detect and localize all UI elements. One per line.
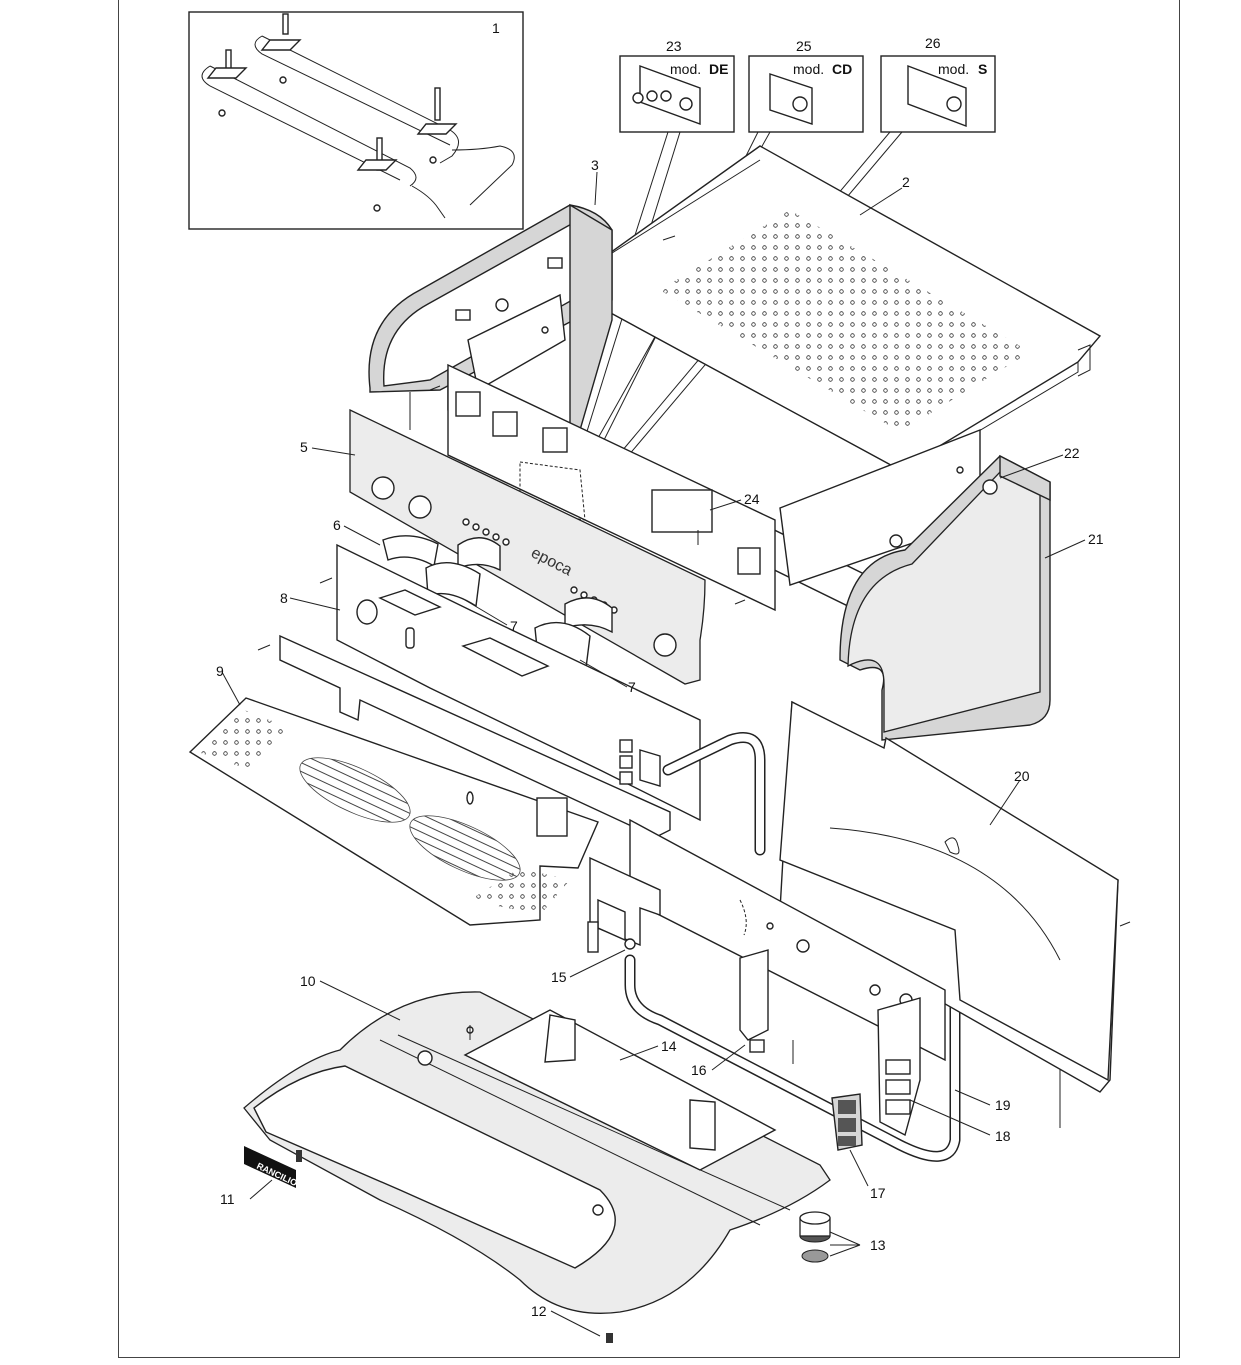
label-3: 3	[591, 157, 599, 173]
variant-box-de	[619, 55, 735, 133]
right-side-panel	[839, 454, 1051, 741]
label-8: 8	[280, 590, 288, 606]
bracket-15	[587, 856, 661, 953]
label-13: 13	[870, 1237, 886, 1253]
label-17: 17	[870, 1185, 886, 1201]
label-7a: 7	[510, 618, 518, 634]
label-19: 19	[995, 1097, 1011, 1113]
label-24: 24	[744, 491, 760, 507]
bracket-16	[739, 949, 794, 1064]
variant-de-prefix: mod.	[670, 61, 701, 77]
front-frame-plate	[336, 543, 701, 822]
part-number-labels: 1 2 3 5 6 7 7 8 9 10 11 12 13 14 15 16 1…	[216, 20, 1104, 1319]
variant-cd-prefix: mod.	[793, 61, 824, 77]
brand-badge: RANCILIO	[244, 1146, 299, 1188]
label-11: 11	[220, 1191, 235, 1207]
label-22: 22	[1064, 445, 1080, 461]
variant-box-s	[880, 55, 996, 133]
inset-heating-element	[188, 11, 524, 230]
machine-base	[243, 991, 831, 1314]
label-26: 26	[925, 35, 941, 51]
left-side-panel	[368, 203, 613, 442]
internal-chassis-frame	[447, 293, 998, 662]
label-18: 18	[995, 1128, 1011, 1144]
switch-block	[831, 1093, 863, 1151]
label-23: 23	[666, 38, 682, 54]
label-7b: 7	[628, 679, 636, 695]
variant-cd-code: CD	[832, 61, 852, 77]
drawing-frame	[118, 0, 1180, 1358]
drip-grille	[188, 697, 599, 926]
label-6: 6	[333, 517, 341, 533]
label-1: 1	[492, 20, 500, 36]
back-panel	[779, 700, 1119, 1093]
label-25: 25	[796, 38, 812, 54]
front-control-panel: epoca	[349, 408, 706, 685]
label-21: 21	[1088, 531, 1104, 547]
panel-inserts	[382, 535, 591, 670]
variant-s-code: S	[978, 61, 987, 77]
switch-bracket	[877, 997, 921, 1137]
lower-front-plate	[279, 634, 671, 847]
mesh-plate	[463, 1009, 777, 1171]
label-20: 20	[1014, 768, 1030, 784]
label-5: 5	[300, 439, 308, 455]
label-14: 14	[661, 1038, 677, 1054]
variant-box-cd	[748, 55, 864, 133]
label-16: 16	[691, 1062, 707, 1078]
label-9: 9	[216, 663, 224, 679]
screws	[257, 235, 1131, 1343]
label-12: 12	[531, 1303, 547, 1319]
leader-lines	[221, 171, 1086, 1337]
variant-s-prefix: mod.	[938, 61, 969, 77]
label-2: 2	[902, 174, 910, 190]
label-15: 15	[551, 969, 567, 985]
label-10: 10	[300, 973, 316, 989]
foot	[799, 1211, 831, 1263]
variant-de-code: DE	[709, 61, 728, 77]
